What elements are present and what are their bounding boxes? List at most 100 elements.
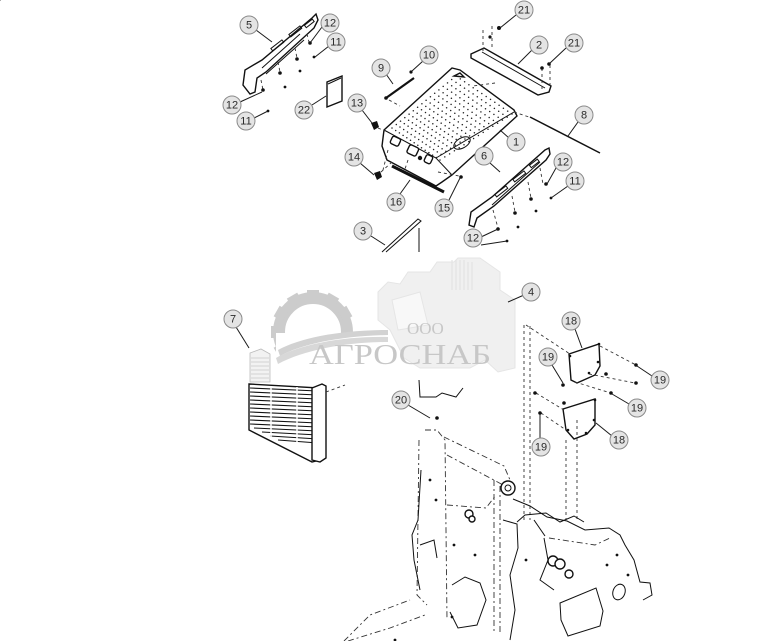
- callout-2: 2: [529, 35, 549, 55]
- watermark-prefix: ООО: [407, 319, 444, 338]
- callout-number: 21: [568, 38, 580, 50]
- screw-15: [459, 175, 463, 179]
- rod-9: [384, 77, 415, 107]
- callout-bubble-icon: [236, 111, 256, 131]
- callout-bubble-icon: [650, 370, 670, 390]
- callout-14: 14: [344, 147, 364, 167]
- callout-bubble-icon: [371, 58, 391, 78]
- callout-number: 3: [360, 226, 366, 238]
- callout-19: 19: [650, 370, 670, 390]
- cover-18-lower: [533, 383, 597, 440]
- callout-18: 18: [561, 311, 581, 331]
- callout-bubble-icon: [609, 430, 629, 450]
- callout-19: 19: [627, 398, 647, 418]
- latch-13: [371, 121, 386, 132]
- callout-3: 3: [353, 221, 373, 241]
- callout-number: 19: [535, 442, 547, 454]
- callout-bubble-icon: [353, 221, 373, 241]
- callout-bubble-icon: [223, 309, 243, 329]
- callout-number: 5: [246, 20, 252, 32]
- callout-bubble-icon: [553, 152, 573, 172]
- callout-bubble-icon: [538, 347, 558, 367]
- callout-number: 12: [324, 18, 336, 30]
- callout-bubble-icon: [564, 33, 584, 53]
- callout-number: 1: [513, 137, 519, 149]
- callout-bubble-icon: [561, 311, 581, 331]
- callout-6: 6: [474, 146, 494, 166]
- callout-number: 13: [351, 98, 363, 110]
- callout-13: 13: [347, 93, 367, 113]
- support-bracket-2: [470, 26, 552, 96]
- callout-number: 22: [298, 105, 310, 117]
- callout-bubble-icon: [463, 228, 483, 248]
- callout-18: 18: [609, 430, 629, 450]
- callout-12: 12: [320, 13, 340, 33]
- callout-number: 16: [390, 197, 402, 209]
- callout-number: 15: [438, 203, 450, 215]
- main-frame-assembly: [343, 325, 653, 641]
- pin-10: [409, 70, 413, 74]
- rod-8: [529, 116, 601, 154]
- callout-number: 8: [581, 110, 587, 122]
- callout-4: 4: [521, 282, 541, 302]
- callout-bubble-icon: [531, 437, 551, 457]
- callout-15: 15: [434, 198, 454, 218]
- callout-number: 10: [423, 50, 435, 62]
- callout-number: 12: [557, 157, 569, 169]
- callout-number: 18: [613, 435, 625, 447]
- callout-bubble-icon: [326, 32, 346, 52]
- callout-19: 19: [538, 347, 558, 367]
- callout-bubble-icon: [320, 13, 340, 33]
- panel-3: [381, 218, 422, 253]
- callout-bubble-icon: [565, 171, 585, 191]
- callout-12: 12: [463, 228, 483, 248]
- callout-number: 9: [378, 63, 384, 75]
- callout-19: 19: [531, 437, 551, 457]
- leader-lines: [235, 14, 653, 439]
- callout-number: 14: [348, 152, 360, 164]
- callout-bubble-icon: [506, 132, 526, 152]
- radiator-screen-7: [248, 348, 346, 463]
- latch-14: [374, 161, 393, 180]
- callout-number: 19: [542, 352, 554, 364]
- callout-bubble-icon: [239, 15, 259, 35]
- callout-5: 5: [239, 15, 259, 35]
- callout-bubble-icon: [521, 282, 541, 302]
- callout-21: 21: [564, 33, 584, 53]
- callout-number: 21: [518, 5, 530, 17]
- callout-12: 12: [222, 95, 242, 115]
- callout-7: 7: [223, 309, 243, 329]
- watermark: ООО АГРОСНАБ: [271, 257, 516, 373]
- callout-8: 8: [574, 105, 594, 125]
- decal-22: [326, 74, 343, 109]
- callout-21: 21: [514, 0, 534, 20]
- callout-number: 18: [565, 316, 577, 328]
- gear-logo-icon: [271, 290, 388, 373]
- callout-1: 1: [506, 132, 526, 152]
- callout-number: 7: [230, 314, 236, 326]
- callout-bubble-icon: [574, 105, 594, 125]
- callout-12: 12: [553, 152, 573, 172]
- callout-number: 19: [654, 375, 666, 387]
- callout-number: 6: [481, 151, 487, 163]
- callout-number: 20: [395, 395, 407, 407]
- callout-9: 9: [371, 58, 391, 78]
- callout-bubble-icon: [344, 147, 364, 167]
- callout-number: 11: [569, 176, 580, 188]
- callout-bubble-icon: [627, 398, 647, 418]
- callout-bubble-icon: [222, 95, 242, 115]
- hood-1: [0, 0, 533, 187]
- callout-bubble-icon: [514, 0, 534, 20]
- callout-20: 20: [391, 390, 411, 410]
- callout-11: 11: [236, 111, 256, 131]
- callout-bubble-icon: [294, 100, 314, 120]
- callout-number: 11: [240, 116, 251, 128]
- callout-bubble-icon: [529, 35, 549, 55]
- callout-bubble-icon: [347, 93, 367, 113]
- callout-number: 12: [467, 233, 479, 245]
- side-panel-5: [242, 12, 319, 113]
- cover-18-upper: [525, 324, 638, 395]
- watermark-brand: АГРОСНАБ: [309, 340, 491, 371]
